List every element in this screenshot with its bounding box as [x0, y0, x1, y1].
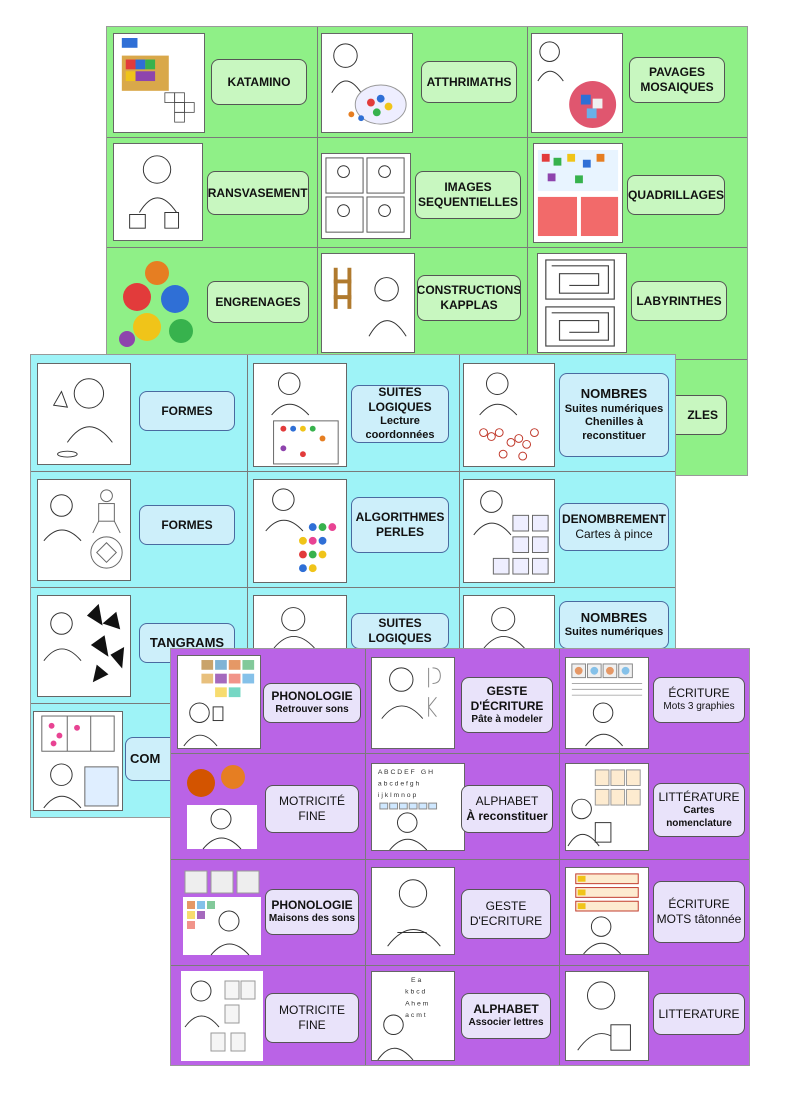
activity-label: ÉCRITURE MOTS tâtonnée [653, 881, 745, 943]
child-with-caterpillars-image [463, 363, 555, 467]
child-with-flower-chart-image [33, 711, 123, 811]
child-with-sound-pictures-image [177, 655, 261, 749]
activity-label: ALGORITHMES PERLES [351, 497, 449, 553]
child-with-numbers-image [463, 595, 555, 649]
activity-label: IMAGES SEQUENTIELLES [415, 171, 521, 219]
katamino-puzzle-image [113, 33, 205, 133]
svg-text:a b c d e f g h: a b c d e f g h [378, 781, 420, 788]
child-with-logic-grid-image [253, 363, 347, 467]
child-with-logic-cards-image [253, 595, 347, 649]
activity-label: ATTHRIMATHS [421, 61, 517, 103]
svg-text:a c m t: a c m t [405, 1012, 426, 1019]
child-building-kapla-image [321, 253, 415, 353]
activity-label: MOTRICITE FINE [265, 993, 359, 1043]
activity-label: LABYRINTHES [631, 281, 727, 321]
child-with-hedgehogs-image [181, 759, 263, 851]
child-writing-image [371, 867, 455, 955]
activity-label: FORMES [139, 391, 235, 431]
activity-label: CONSTRUCTIONS KAPPLAS [417, 275, 521, 321]
child-with-counters-image [321, 33, 413, 133]
child-with-sound-houses-image [181, 867, 263, 957]
activity-label: ZLES [667, 395, 727, 435]
child-pouring-image [113, 143, 203, 241]
svg-text:E a: E a [411, 977, 421, 984]
child-matching-letters-image: E a k b c d A h e m a c m t [371, 971, 455, 1061]
activity-label: KATAMINO [211, 59, 307, 105]
activity-label: LITTERATURE [653, 993, 745, 1035]
mazes-image [537, 253, 627, 353]
child-with-story-cards-image [565, 763, 649, 851]
child-with-modeling-clay-image [371, 657, 455, 749]
activity-label: MOTRICITÉ FINE [265, 785, 359, 833]
grid-patterns-image [533, 143, 623, 243]
child-with-shape-figures-image [37, 479, 131, 581]
activity-label: SUITES LOGIQUES [351, 613, 449, 649]
activity-label: QUADRILLAGES [627, 175, 725, 215]
child-with-clip-cards-image [463, 479, 555, 583]
child-with-beads-image [253, 479, 347, 583]
child-with-tangram-image [37, 595, 131, 697]
svg-text:A h e m: A h e m [405, 1000, 428, 1007]
activity-label: TRANSVASEMENTS [207, 171, 309, 215]
activity-label: PAVAGES MOSAIQUES [629, 57, 725, 103]
svg-text:k b c d: k b c d [405, 989, 425, 996]
sequence-cards-image [321, 153, 411, 239]
activity-sheet-green: KATAMINO ATTHRIMATHS PAVAGES MOSAIQUES T… [106, 26, 748, 476]
child-with-shape-image [37, 363, 131, 465]
child-with-cards-image [181, 971, 263, 1061]
activity-label: FORMES [139, 505, 235, 545]
svg-text:G H: G H [421, 769, 433, 776]
gears-image [117, 255, 201, 351]
activity-label: GESTE D'ECRITURE [461, 889, 551, 939]
child-reading-book-image [565, 971, 649, 1061]
svg-text:i j k l m n o p: i j k l m n o p [378, 792, 417, 799]
activity-label: ENGRENAGES [207, 281, 309, 323]
child-with-word-cards-image [565, 867, 649, 955]
child-writing-words-image [565, 657, 649, 749]
svg-text:A B C D E F: A B C D E F [378, 769, 415, 776]
child-with-mosaic-bowl-image [531, 33, 623, 133]
